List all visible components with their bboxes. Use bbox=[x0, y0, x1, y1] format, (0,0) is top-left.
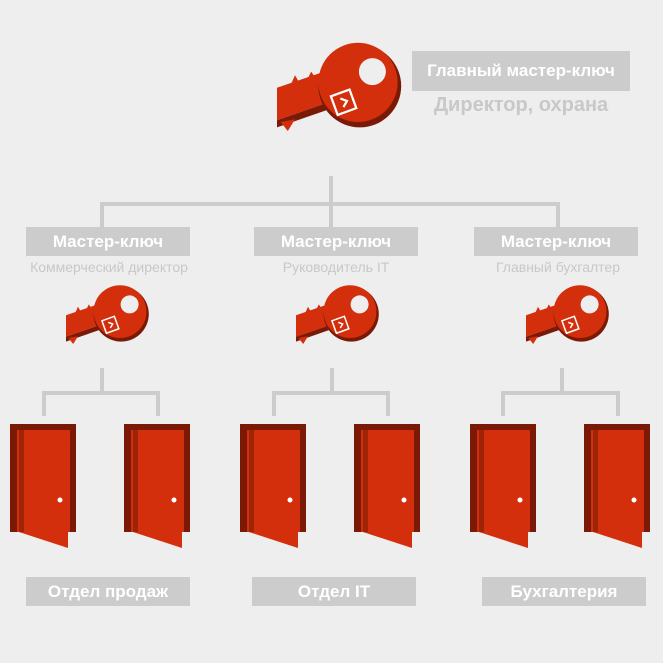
branch-key-holder: Коммерческий директор bbox=[30, 259, 188, 275]
key-icon bbox=[295, 284, 380, 345]
branch-key-label: Мастер-ключ bbox=[26, 227, 190, 256]
branch-connectors bbox=[42, 368, 620, 416]
department-label: Бухгалтерия bbox=[482, 577, 646, 606]
department-label: Отдел IT bbox=[252, 577, 416, 606]
branch-key-label: Мастер-ключ bbox=[254, 227, 418, 256]
door-icon bbox=[124, 424, 190, 548]
door-icon bbox=[470, 424, 536, 548]
department-label: Отдел продаж bbox=[26, 577, 190, 606]
branch-key-holder: Руководитель IT bbox=[282, 259, 390, 275]
main-key-label: Главный мастер-ключ bbox=[412, 51, 630, 91]
master-key-icon bbox=[275, 41, 403, 133]
door-icon bbox=[10, 424, 76, 548]
key-icon bbox=[65, 284, 150, 345]
door-icon bbox=[584, 424, 650, 548]
top-connector bbox=[100, 176, 560, 229]
branch-key-label: Мастер-ключ bbox=[474, 227, 638, 256]
key-icon bbox=[525, 284, 610, 345]
door-icon bbox=[240, 424, 306, 548]
main-key-holder: Директор, охрана bbox=[433, 94, 609, 116]
door-icon bbox=[354, 424, 420, 548]
branch-key-holder: Главный бухгалтер bbox=[496, 259, 620, 275]
